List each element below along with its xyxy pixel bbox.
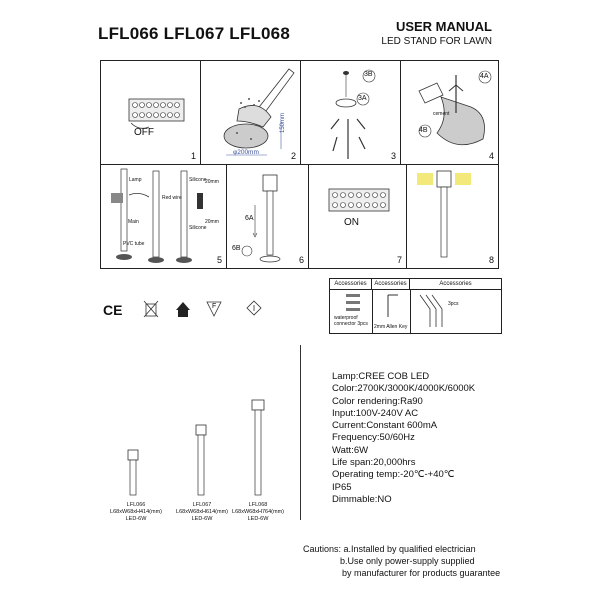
caution-line: Cautions: a.Installed by qualified elect…	[303, 544, 476, 554]
spec-line: IP65	[332, 481, 352, 493]
step-4: 4A 4B cement 4	[401, 61, 498, 165]
step-8: 8	[407, 165, 498, 268]
step-number: 8	[488, 255, 494, 265]
tag-6a: 6A	[245, 215, 254, 222]
manual-title: USER MANUAL	[395, 19, 492, 34]
off-label: OFF	[134, 127, 154, 138]
step-number: 3	[390, 151, 396, 161]
product-lineup-drawing	[127, 399, 265, 496]
caution-line: by manufacturer for products guarantee	[342, 568, 501, 579]
spec-line: Current:Constant 600mA	[332, 420, 438, 432]
indoor-use-house-icon	[176, 302, 190, 317]
step-2: φ200mm 150mm 2	[201, 61, 301, 165]
section-divider	[300, 345, 301, 520]
accessories-divider	[372, 290, 373, 333]
ce-mark-icon: CE	[103, 302, 123, 318]
weee-bin-icon	[143, 300, 159, 318]
silicone-label-top: Silicone	[189, 177, 207, 183]
cautions-block: Cautions: a.Installed by qualified elect…	[303, 543, 500, 580]
product-label-lfl066: LFL066 L68xW68xH414(mm) LED-6W	[110, 502, 162, 522]
lamp-mounting-illustration	[241, 174, 281, 263]
waterproof-connector-caption: waterproof connector 3pcs	[334, 315, 368, 327]
tag-4b: 4B	[419, 127, 428, 134]
step-number: 7	[396, 255, 402, 265]
allen-key-caption: 2mm Allen Key	[374, 324, 408, 330]
f-mark-label: F	[212, 303, 217, 310]
step-number: 2	[290, 151, 296, 161]
diameter-dimension: φ200mm	[233, 149, 259, 156]
spec-line: Watt:6W	[332, 444, 369, 456]
accessories-header-2: Accessories	[372, 279, 410, 290]
spec-line: Life span:20,000hrs	[332, 457, 416, 469]
allen-key-icon	[387, 294, 398, 317]
depth-dimension: 150mm	[280, 112, 286, 133]
tag-4a: 4A	[480, 73, 489, 80]
red-wire-label: Red wire	[162, 195, 182, 201]
screws-icon	[419, 294, 443, 327]
accessories-header-3: Accessories	[410, 279, 501, 290]
product-label-lfl067: LFL067 L68xW68xH614(mm) LED-6W	[176, 502, 228, 522]
step-number: 6	[298, 255, 304, 265]
specifications-list: Lamp:CREE COB LED Color:2700K/3000K/4000…	[332, 371, 475, 506]
terminal-block-off-illustration	[128, 98, 185, 129]
waterproof-connector-icon	[346, 294, 360, 311]
spec-line: Lamp:CREE COB LED	[332, 371, 430, 382]
pvc-tube-label: PVC tube	[123, 241, 145, 247]
spec-line: Frequency:50/60Hz	[332, 432, 415, 444]
main-label: Main	[128, 219, 139, 225]
accessories-divider	[410, 290, 411, 333]
product-label-lfl068: LFL068 L68xW68xH764(mm) LED-6W	[232, 502, 284, 522]
class-insulation-icon	[246, 300, 262, 316]
f-mark-icon	[206, 301, 222, 317]
step-7: ON 7	[309, 165, 407, 268]
tag-3b: 3B	[364, 71, 373, 78]
spec-line: Operating temp:-20℃-+40℃	[332, 469, 455, 481]
silicone-label-bottom: Silicone	[189, 225, 207, 231]
screws-caption: 3pcs	[448, 301, 459, 307]
accessories-header-1: Accessories	[330, 279, 372, 290]
terminal-block-on-illustration	[328, 188, 390, 212]
step-5: Lamp Main PVC tube Red wire Silicone Sil…	[101, 165, 227, 268]
accessories-table: Accessories Accessories Accessories wate…	[329, 278, 502, 334]
cement-pouring-illustration	[418, 70, 492, 146]
spec-line: Input:100V-240V AC	[332, 407, 419, 419]
installation-steps-grid: OFF 1 φ200mm 150mm 2 3B 3A 3	[100, 60, 499, 269]
wiring-connection-illustration	[111, 168, 203, 263]
step-6: 6A 6B 6	[227, 165, 309, 268]
spec-line: Color rendering:Ra90	[332, 395, 423, 407]
base-assembly-illustration	[330, 69, 376, 159]
lamp-lit-illustration	[417, 170, 471, 258]
cement-note: cement	[433, 111, 450, 117]
digging-hole-illustration	[223, 68, 295, 156]
spec-line: Color:2700K/3000K/4000K/6000K	[332, 383, 476, 395]
step-3: 3B 3A 3	[301, 61, 401, 165]
caution-line: b.Use only power-supply supplied	[340, 556, 475, 567]
spec-line: Dimmable:NO	[332, 493, 392, 505]
step-1: OFF 1	[101, 61, 201, 165]
product-subtitle: LED STAND FOR LAWN	[381, 36, 492, 47]
step-number: 4	[488, 151, 494, 161]
on-label: ON	[344, 217, 359, 228]
tag-3a: 3A	[358, 95, 367, 102]
dimension-label-top: 20mm	[205, 179, 219, 185]
model-title: LFL066 LFL067 LFL068	[98, 24, 290, 43]
dimension-label-bottom: 20mm	[205, 219, 219, 225]
tag-6b: 6B	[232, 245, 241, 252]
step-number: 5	[216, 255, 222, 265]
lamp-label: Lamp	[129, 177, 142, 183]
step-number: 1	[190, 151, 196, 161]
